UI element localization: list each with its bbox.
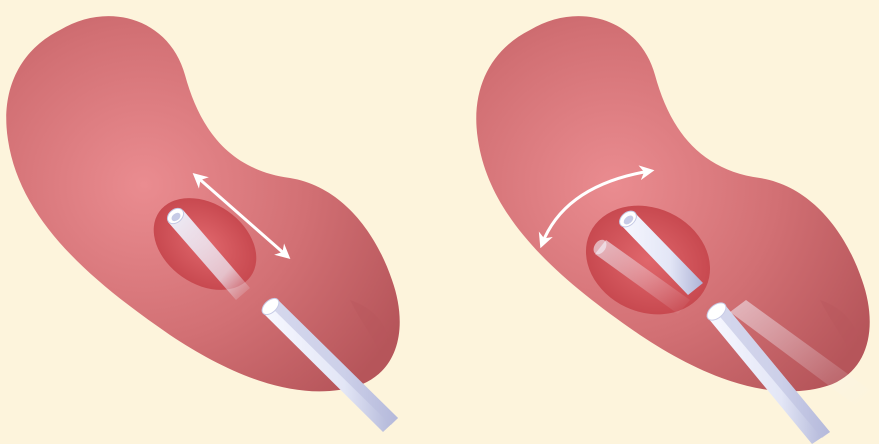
left-panel <box>6 16 399 432</box>
organ-right <box>476 16 869 391</box>
right-panel <box>476 16 870 444</box>
